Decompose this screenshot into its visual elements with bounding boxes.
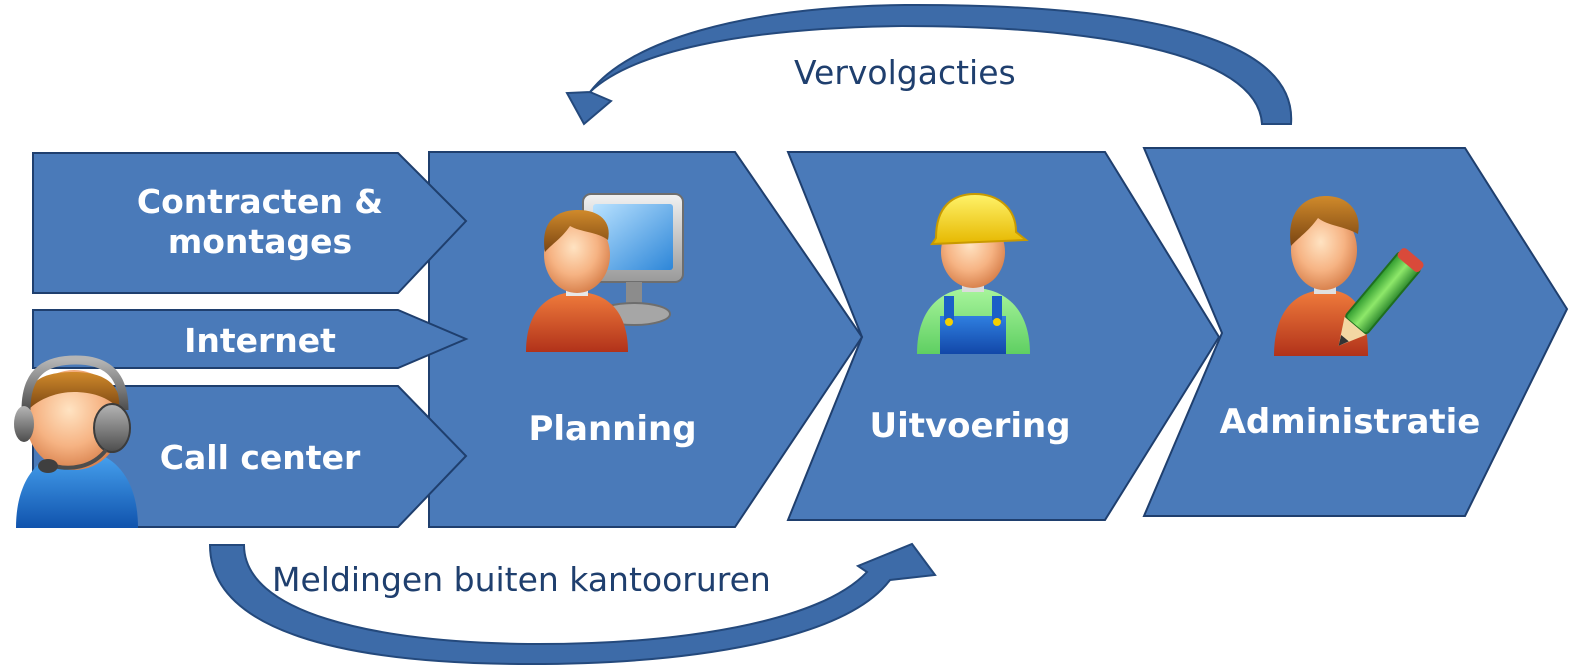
contracten-label-line2: montages bbox=[167, 222, 353, 262]
uitvoering-label: Uitvoering bbox=[869, 406, 1071, 446]
contracten-input-arrow bbox=[32, 152, 468, 294]
meldingen-caption: Meldingen buiten kantooruren bbox=[272, 560, 771, 599]
internet-label: Internet bbox=[184, 321, 336, 360]
internet-input-arrow bbox=[32, 309, 469, 369]
callcenter-label: Call center bbox=[159, 438, 361, 477]
planner-computer-icon bbox=[526, 193, 684, 352]
call-center-agent-icon bbox=[14, 355, 138, 528]
worker-hardhat-icon bbox=[917, 192, 1030, 354]
vervolgacties-caption: Vervolgacties bbox=[794, 53, 1016, 92]
planning-label: Planning bbox=[528, 409, 697, 449]
contracten-label-line1: Contracten & bbox=[136, 182, 384, 221]
administrator-pencil-icon bbox=[1274, 196, 1424, 356]
meldingen-curved-arrow bbox=[208, 542, 937, 666]
vervolgacties-curved-arrow bbox=[565, 3, 1293, 126]
contracten-label: Contracten & montages bbox=[105, 182, 415, 263]
administratie-label: Administratie bbox=[1219, 402, 1481, 442]
